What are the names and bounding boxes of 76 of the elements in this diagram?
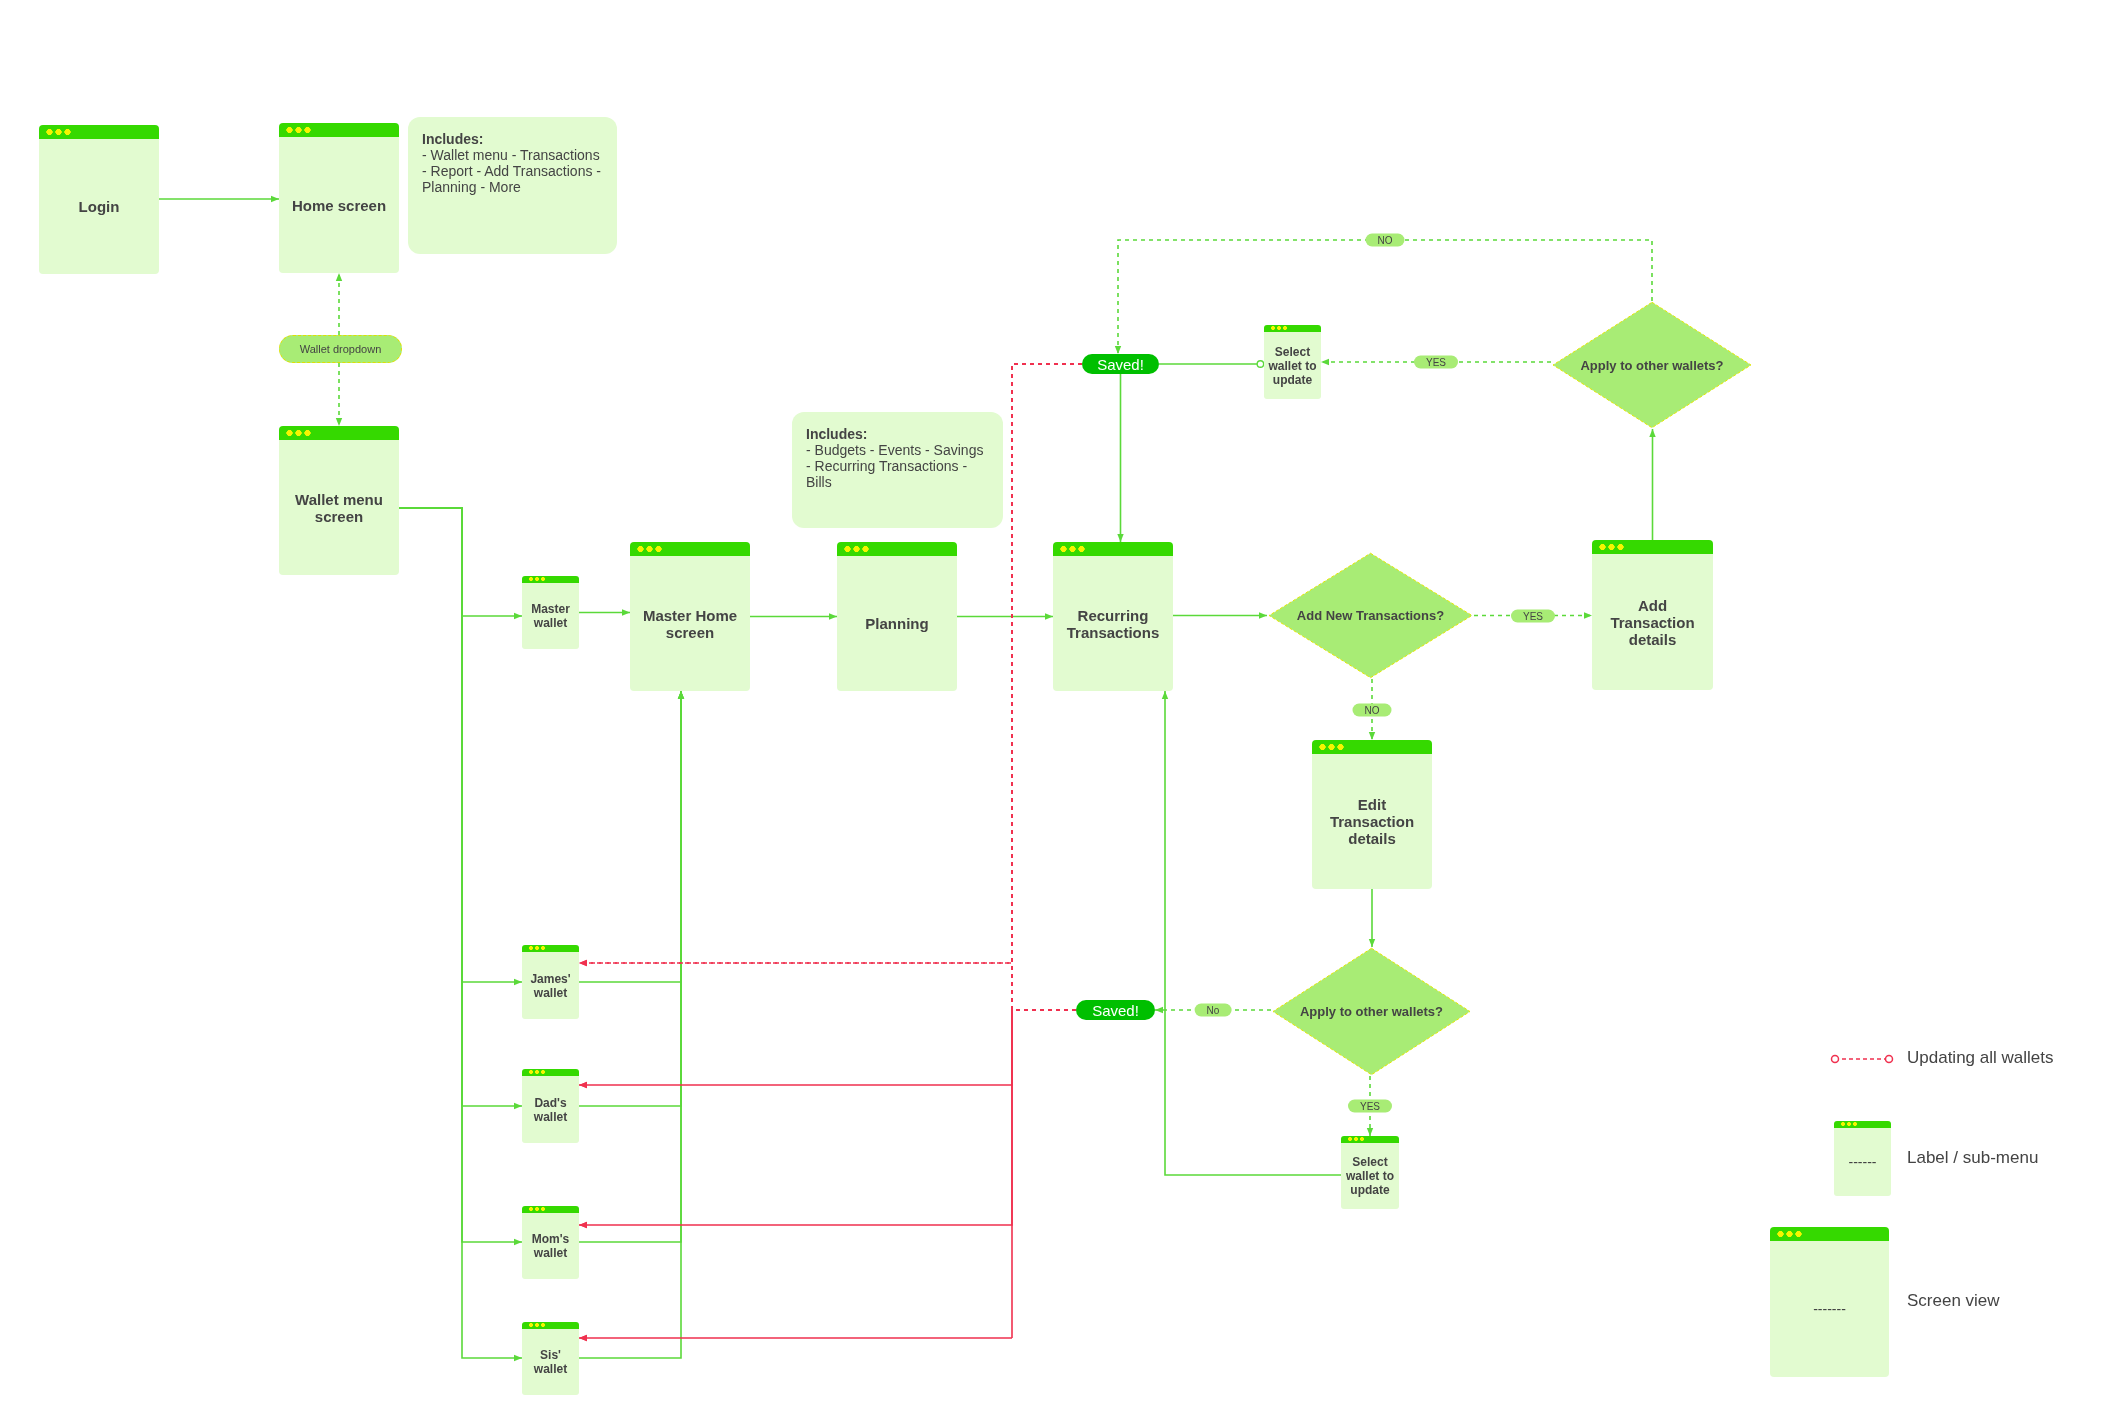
node-label: Login bbox=[78, 198, 120, 215]
node-label: ------- bbox=[1813, 1301, 1846, 1317]
screen-card bbox=[1770, 1227, 1889, 1377]
submenu-card bbox=[522, 1069, 579, 1143]
note-heading: Includes: bbox=[422, 131, 484, 147]
note-bubble bbox=[408, 117, 617, 254]
node-label: Master Home screen bbox=[641, 606, 739, 641]
arrow bbox=[1172, 612, 1268, 619]
edge-label: YES bbox=[1414, 355, 1458, 369]
node-label: James' wallet bbox=[529, 971, 572, 1000]
screen-card bbox=[837, 542, 957, 691]
screen-card bbox=[279, 123, 399, 273]
status-pill bbox=[1082, 354, 1159, 374]
arrow bbox=[335, 272, 343, 336]
dropdown-pill bbox=[279, 335, 402, 363]
decision-diamond bbox=[1551, 301, 1753, 429]
status-pill bbox=[1076, 1000, 1155, 1020]
arrow bbox=[578, 690, 685, 1359]
submenu-card bbox=[522, 1322, 579, 1395]
submenu-card bbox=[522, 945, 579, 1019]
arrow bbox=[1366, 1075, 1374, 1137]
note-bubble bbox=[792, 412, 1003, 528]
arrow bbox=[1649, 428, 1656, 541]
node-label: Recurring Transactions bbox=[1065, 606, 1161, 641]
arrow bbox=[956, 613, 1054, 620]
node-label: Sis' wallet bbox=[532, 1348, 569, 1376]
arrow bbox=[1114, 239, 1653, 355]
screen-card bbox=[279, 426, 399, 575]
node-label: Edit Transaction details bbox=[1328, 796, 1416, 847]
arrow bbox=[158, 195, 280, 203]
node-label: Select wallet to update bbox=[1267, 344, 1318, 387]
edge-label: YES bbox=[1348, 1099, 1392, 1113]
node-label: Add New Transactions? bbox=[1296, 608, 1445, 623]
note-body: - Wallet menu - Transactions - Report - Add Transactions - Planning - More bbox=[422, 147, 602, 195]
note-heading: Includes: bbox=[806, 426, 868, 442]
submenu-card bbox=[522, 1206, 579, 1279]
node-label: Saved! bbox=[1092, 1001, 1139, 1019]
arrow bbox=[578, 609, 631, 616]
node-label: ------ bbox=[1848, 1154, 1877, 1170]
node-label: Master wallet bbox=[530, 602, 571, 630]
node-label: Saved! bbox=[1097, 355, 1144, 373]
screen-card bbox=[1312, 740, 1432, 889]
node-label: Home screen bbox=[291, 196, 387, 214]
arrow bbox=[749, 613, 838, 620]
screen-card bbox=[39, 125, 159, 274]
submenu-card bbox=[1834, 1121, 1891, 1196]
submenu-card bbox=[522, 576, 579, 649]
node-label: Wallet menu screen bbox=[294, 490, 384, 525]
submenu-card bbox=[1264, 325, 1321, 399]
node-label: Dad's wallet bbox=[532, 1095, 569, 1124]
legend-text: Screen view bbox=[1907, 1291, 2000, 1311]
node-label: Select wallet to update bbox=[1345, 1155, 1395, 1197]
node-label: Wallet dropdown bbox=[299, 343, 382, 355]
arrow bbox=[1368, 888, 1376, 948]
screen-card bbox=[630, 542, 750, 691]
edge-label: YES bbox=[1511, 609, 1555, 622]
edge-label: NO bbox=[1352, 703, 1392, 716]
arrow bbox=[335, 362, 343, 427]
node-label: Planning bbox=[865, 615, 929, 632]
node-label: Add Transaction details bbox=[1609, 596, 1696, 648]
arrow bbox=[1368, 678, 1376, 741]
edge-label: NO bbox=[1365, 233, 1405, 247]
decision-diamond bbox=[1271, 947, 1472, 1076]
screen-card bbox=[1592, 540, 1713, 690]
screen-card bbox=[1053, 542, 1173, 691]
edge-label: No bbox=[1194, 1003, 1232, 1017]
decision-diamond bbox=[1267, 552, 1474, 679]
node-label: Apply to other wallets? bbox=[1300, 1004, 1443, 1019]
arrow bbox=[1161, 690, 1342, 1176]
submenu-card bbox=[1341, 1136, 1399, 1209]
node-label: Mom's wallet bbox=[530, 1232, 571, 1260]
legend-text: Label / sub-menu bbox=[1907, 1147, 2039, 1168]
node-label: Apply to other wallets? bbox=[1580, 357, 1724, 373]
legend-text: Updating all wallets bbox=[1907, 1048, 2054, 1068]
arrow bbox=[1117, 373, 1124, 543]
note-body: - Budgets - Events - Savings - Recurring Transactions - Bills bbox=[806, 442, 985, 490]
